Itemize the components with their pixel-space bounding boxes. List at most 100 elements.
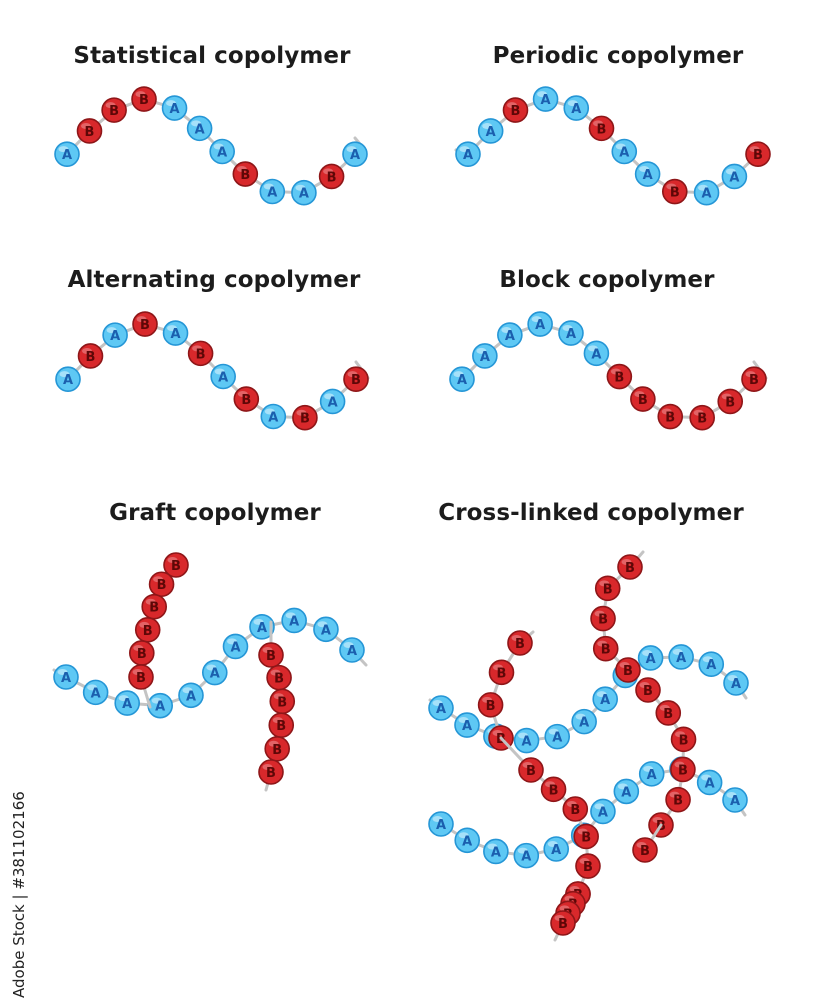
svg-text:A: A [328, 395, 338, 410]
svg-text:A: A [619, 146, 629, 161]
svg-text:B: B [570, 803, 580, 818]
monomer-b: B [606, 363, 633, 390]
svg-text:B: B [136, 671, 146, 686]
svg-text:B: B [526, 764, 536, 779]
svg-text:A: A [731, 677, 741, 692]
svg-text:B: B [300, 412, 310, 427]
svg-text:A: A [195, 122, 205, 137]
svg-text:B: B [749, 373, 759, 388]
svg-text:A: A [480, 350, 490, 365]
monomer-b: B [141, 593, 168, 620]
svg-text:B: B [327, 170, 337, 185]
svg-text:A: A [647, 768, 657, 783]
monomer-a: A [613, 778, 640, 805]
svg-text:A: A [268, 411, 278, 426]
monomer-b: B [264, 735, 290, 762]
svg-text:B: B [643, 684, 653, 699]
title-periodic: Periodic copolymer [492, 43, 744, 69]
monomer-a: A [723, 670, 749, 696]
monomer-a: A [693, 179, 720, 206]
monomer-b: B [575, 853, 601, 879]
monomer-b: B [343, 366, 369, 392]
monomer-b: B [502, 97, 529, 123]
monomer-b: B [268, 712, 295, 738]
svg-text:A: A [350, 148, 360, 163]
monomer-a: A [210, 363, 236, 390]
monomer-b: B [689, 404, 715, 431]
monomer-a: A [558, 320, 584, 346]
svg-text:A: A [702, 187, 712, 202]
svg-text:A: A [598, 805, 608, 820]
svg-text:B: B [85, 125, 95, 140]
monomer-a: A [281, 607, 307, 634]
svg-text:B: B [149, 601, 159, 616]
monomer-a: A [722, 787, 748, 813]
svg-text:A: A [551, 843, 561, 858]
svg-text:A: A [730, 794, 740, 809]
svg-text:A: A [110, 329, 120, 344]
svg-text:A: A [186, 689, 196, 704]
svg-text:A: A [62, 148, 72, 163]
monomer-b: B [594, 575, 621, 602]
monomer-a: A [590, 798, 616, 825]
svg-text:A: A [457, 373, 467, 388]
monomer-b: B [269, 688, 296, 715]
monomer-b: B [258, 642, 284, 668]
svg-text:B: B [109, 104, 119, 119]
monomer-a: A [544, 723, 571, 750]
svg-text:B: B [663, 707, 673, 722]
monomer-a: A [571, 708, 597, 735]
svg-text:A: A [155, 700, 165, 715]
monomer-a: A [222, 633, 249, 660]
monomer-a: A [260, 403, 287, 430]
svg-text:B: B [623, 664, 633, 679]
monomer-b: B [670, 756, 696, 783]
svg-text:B: B [515, 637, 525, 652]
svg-text:A: A [566, 327, 576, 342]
monomer-a: A [428, 695, 454, 721]
monomer-a: A [313, 616, 339, 643]
title-statistical: Statistical copolymer [73, 43, 351, 69]
svg-text:B: B [665, 411, 675, 426]
monomer-b: B [657, 403, 684, 430]
svg-text:B: B [241, 393, 251, 408]
svg-text:B: B [601, 643, 611, 658]
monomer-a: A [637, 645, 664, 671]
svg-text:A: A [521, 850, 531, 865]
monomer-b: B [77, 343, 104, 369]
svg-text:B: B [266, 649, 276, 664]
svg-text:A: A [463, 148, 473, 163]
svg-text:B: B [673, 794, 683, 809]
monomer-b: B [477, 692, 504, 718]
monomer-a: A [319, 388, 346, 415]
svg-text:B: B [725, 395, 735, 410]
svg-text:A: A [486, 125, 496, 140]
svg-text:A: A [230, 640, 240, 655]
monomer-b: B [134, 617, 161, 643]
svg-text:A: A [289, 614, 299, 629]
svg-text:B: B [143, 624, 153, 639]
svg-text:A: A [63, 373, 73, 388]
svg-text:B: B [511, 104, 521, 119]
monomer-a: A [428, 811, 454, 837]
svg-text:A: A [600, 693, 610, 708]
monomer-a: A [102, 322, 128, 348]
svg-text:B: B [614, 371, 624, 386]
monomer-b: B [590, 605, 616, 632]
svg-text:A: A [579, 716, 589, 731]
svg-text:A: A [217, 145, 227, 160]
monomer-a: A [532, 86, 559, 112]
panel-cross-linked: AAAAAAAAAAAAAAAAAAAAAAAABBBBBBBBBBBBBBBB… [428, 550, 749, 942]
monomer-b: B [670, 726, 697, 753]
title-block: Block copolymer [499, 267, 715, 293]
monomer-b: B [233, 386, 260, 412]
svg-text:B: B [640, 844, 650, 859]
svg-text:B: B [697, 412, 707, 427]
svg-text:B: B [276, 719, 286, 734]
monomer-a: A [454, 827, 481, 854]
monomer-b: B [588, 115, 615, 142]
svg-text:B: B [678, 763, 688, 778]
monomer-b: B [232, 161, 259, 187]
